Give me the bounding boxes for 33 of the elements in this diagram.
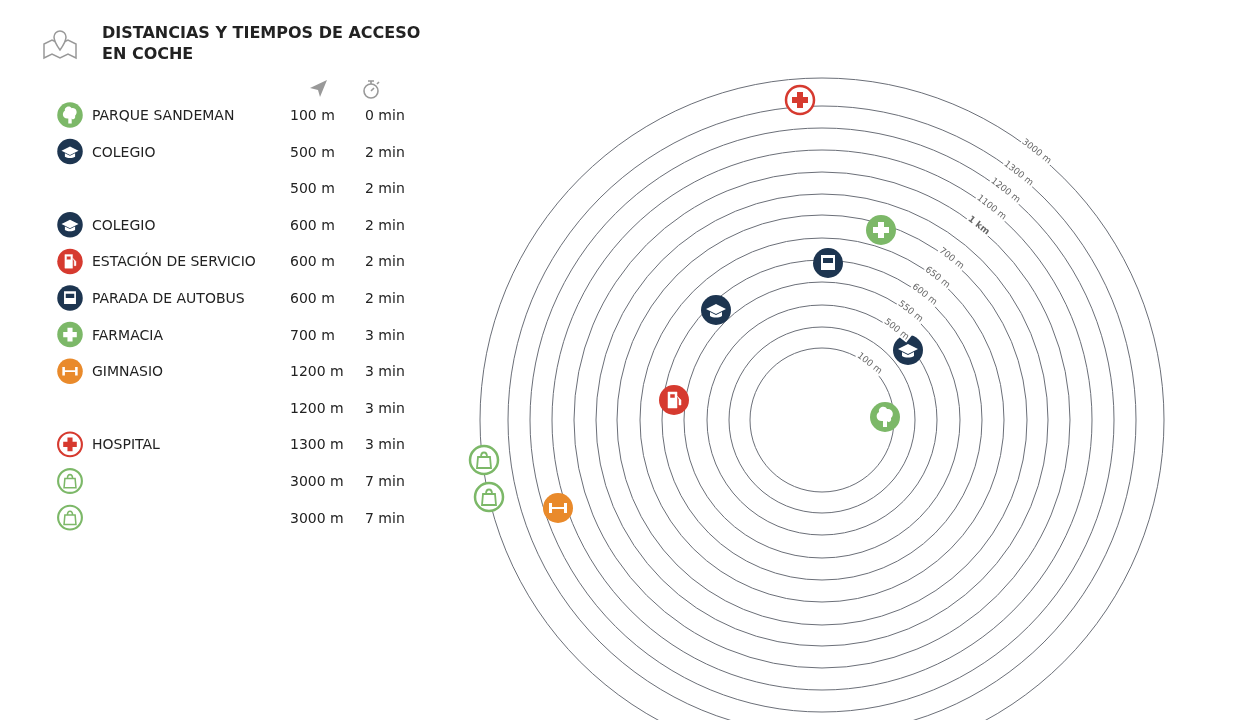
time-value: 2 min	[365, 142, 405, 161]
distance-value: 600 m	[290, 252, 335, 271]
time-value: 7 min	[365, 508, 405, 527]
distance-value: 600 m	[290, 215, 335, 234]
time-value: 3 min	[365, 325, 405, 344]
time-value: 3 min	[365, 362, 405, 381]
distance-value: 1200 m	[290, 398, 344, 417]
time-value: 2 min	[365, 179, 405, 198]
place-name: PARQUE SANDEMAN	[92, 106, 235, 124]
time-value: 2 min	[365, 289, 405, 307]
title: DISTANCIAS Y TIEMPOS DE ACCESO EN COCHE	[102, 22, 422, 64]
distance-value: 500 m	[290, 179, 335, 198]
place-name: PARADA DE AUTOBUS	[92, 289, 245, 307]
place-name: HOSPITAL	[92, 435, 160, 454]
time-value: 7 min	[365, 472, 405, 490]
time-value: 3 min	[365, 398, 405, 417]
distance-value: 600 m	[290, 289, 335, 307]
time-value: 2 min	[365, 215, 405, 234]
place-name: COLEGIO	[92, 142, 156, 161]
distance-value: 3000 m	[290, 508, 344, 527]
distance-value: 3000 m	[290, 472, 344, 490]
time-value: 2 min	[365, 252, 405, 271]
place-name: GIMNASIO	[92, 362, 164, 381]
time-value: 0 min	[365, 106, 405, 124]
place-name: FARMACIA	[92, 325, 163, 344]
distance-value: 1300 m	[290, 435, 344, 454]
place-name: ESTACIÓN DE SERVICIO	[92, 252, 256, 271]
distance-value: 700 m	[290, 325, 335, 344]
distance-value: 500 m	[290, 142, 335, 161]
distance-value: 100 m	[290, 106, 335, 124]
distance-value: 1200 m	[290, 362, 344, 381]
time-value: 3 min	[365, 435, 405, 454]
place-name: COLEGIO	[92, 215, 156, 234]
